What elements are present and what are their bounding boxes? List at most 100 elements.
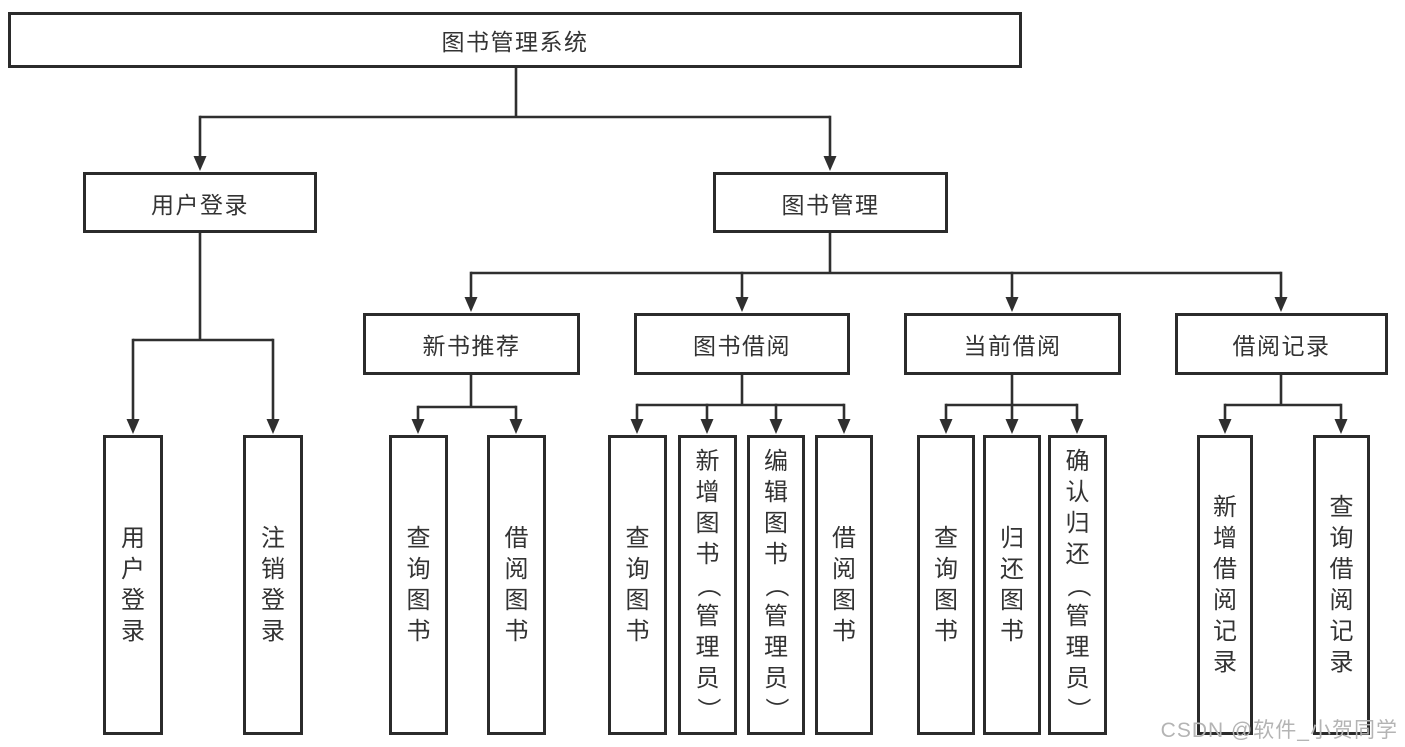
node-current-borrowing: 当前借阅: [904, 313, 1121, 375]
vertical-label: 借阅图书: [503, 523, 531, 647]
vertical-label-char: 书: [504, 618, 529, 645]
vertical-label-char: 书: [406, 618, 431, 645]
vertical-label-char: 阅: [504, 556, 529, 583]
vertical-label-char: ）: [762, 697, 790, 721]
vertical-label-char: 新: [695, 447, 720, 475]
node-label: 用户登录: [151, 191, 249, 218]
leaf-cb-confirm: 确认归还（管理员）: [1048, 435, 1107, 735]
vertical-label-char: 编: [764, 447, 788, 475]
vertical-label-char: 辑: [764, 478, 788, 506]
vertical-label: 借阅图书: [830, 523, 858, 647]
vertical-label-char: 查: [406, 525, 431, 552]
vertical-label-char: 阅: [832, 556, 856, 583]
arrowhead-icon: [630, 419, 644, 434]
arrowhead-icon: [823, 156, 837, 171]
vertical-label-char: 书: [1000, 618, 1024, 645]
vertical-label: 确认归还（管理员）: [1064, 446, 1092, 725]
vertical-label-char: 询: [934, 556, 958, 583]
vertical-label-char: 归: [1065, 509, 1090, 537]
arrowhead-icon: [126, 419, 140, 434]
arrowhead-icon: [509, 419, 523, 434]
vertical-label-char: 记: [1329, 618, 1354, 645]
leaf-nb-borrow: 借阅图书: [487, 435, 546, 735]
vertical-label-char: 借: [1213, 556, 1237, 583]
vertical-label-char: 借: [504, 525, 529, 552]
vertical-label-char: 图: [504, 587, 529, 614]
arrowhead-icon: [769, 419, 783, 434]
leaf-bb-borrow: 借阅图书: [815, 435, 873, 735]
vertical-label: 查询图书: [932, 523, 960, 647]
vertical-label-char: 管: [695, 602, 720, 630]
vertical-label-char: 管: [764, 602, 788, 630]
vertical-label-char: 登: [261, 587, 285, 614]
node-label: 图书借阅: [693, 333, 791, 359]
arrowhead-icon: [1218, 419, 1232, 434]
vertical-label-char: ）: [1064, 697, 1091, 721]
vertical-label-char: ）: [694, 697, 721, 721]
node-user-login: 用户登录: [83, 172, 317, 233]
vertical-label: 新增借阅记录: [1211, 492, 1239, 678]
vertical-label-char: 图: [1000, 587, 1024, 614]
vertical-label-char: 员: [764, 664, 788, 692]
arrowhead-icon: [700, 419, 714, 434]
vertical-label-char: 增: [695, 478, 720, 506]
vertical-label-char: 理: [695, 633, 720, 661]
vertical-label-char: 询: [625, 556, 650, 583]
node-label: 借阅记录: [1232, 333, 1331, 359]
vertical-label-char: （: [694, 573, 721, 597]
vertical-label-char: 图: [695, 509, 720, 537]
vertical-label-char: 书: [695, 540, 720, 568]
arrowhead-icon: [1005, 297, 1019, 312]
vertical-label-char: 书: [832, 618, 856, 645]
leaf-br-query: 查询借阅记录: [1313, 435, 1370, 735]
vertical-label-char: 图: [406, 587, 431, 614]
arrowhead-icon: [411, 419, 425, 434]
vertical-label-char: 还: [1065, 540, 1090, 568]
leaf-nb-query: 查询图书: [389, 435, 448, 735]
vertical-label-char: 录: [121, 618, 145, 645]
vertical-label: 编辑图书（管理员）: [762, 446, 790, 725]
leaf-bb-edit: 编辑图书（管理员）: [747, 435, 805, 735]
vertical-label: 归还图书: [998, 523, 1026, 647]
vertical-label-char: 新: [1213, 494, 1237, 521]
vertical-label-char: 销: [261, 556, 285, 583]
vertical-label-char: 图: [832, 587, 856, 614]
leaf-logout: 注销登录: [243, 435, 303, 735]
vertical-label-char: 询: [406, 556, 431, 583]
vertical-label-char: 员: [695, 664, 720, 692]
leaf-br-add: 新增借阅记录: [1197, 435, 1253, 735]
vertical-label-char: 录: [1213, 649, 1237, 676]
leaf-cb-query: 查询图书: [917, 435, 975, 735]
vertical-label-char: 归: [1000, 525, 1024, 552]
vertical-label-char: 查: [1329, 494, 1354, 521]
vertical-label-char: （: [762, 573, 790, 597]
node-borrowing-records: 借阅记录: [1175, 313, 1388, 375]
vertical-label-char: 录: [261, 618, 285, 645]
vertical-label-char: 增: [1213, 525, 1237, 552]
vertical-label-char: 查: [934, 525, 958, 552]
vertical-label-char: 用: [121, 525, 145, 552]
node-label: 新书推荐: [422, 333, 521, 359]
vertical-label-char: 书: [764, 540, 788, 568]
vertical-label-char: 理: [1065, 633, 1090, 661]
arrowhead-icon: [1005, 419, 1019, 434]
arrowhead-icon: [193, 156, 207, 171]
arrowhead-icon: [1070, 419, 1084, 434]
vertical-label-char: 登: [121, 587, 145, 614]
arrowhead-icon: [266, 419, 280, 434]
node-book-mgmt: 图书管理: [713, 172, 948, 233]
arrowhead-icon: [1274, 297, 1288, 312]
arrowhead-icon: [464, 297, 478, 312]
vertical-label: 查询图书: [624, 523, 652, 647]
vertical-label-char: 注: [261, 525, 285, 552]
arrowhead-icon: [837, 419, 851, 434]
vertical-label-char: 确: [1065, 447, 1090, 475]
arrowhead-icon: [1334, 419, 1348, 434]
vertical-label-char: 询: [1329, 525, 1354, 552]
vertical-label: 查询借阅记录: [1328, 492, 1356, 678]
vertical-label-char: 认: [1065, 478, 1090, 506]
leaf-bb-add: 新增图书 （ 管理员 ）: [678, 435, 737, 735]
vertical-label-char: 户: [121, 556, 145, 583]
vertical-label-char: 还: [1000, 556, 1024, 583]
vertical-label-char: 查: [625, 525, 650, 552]
